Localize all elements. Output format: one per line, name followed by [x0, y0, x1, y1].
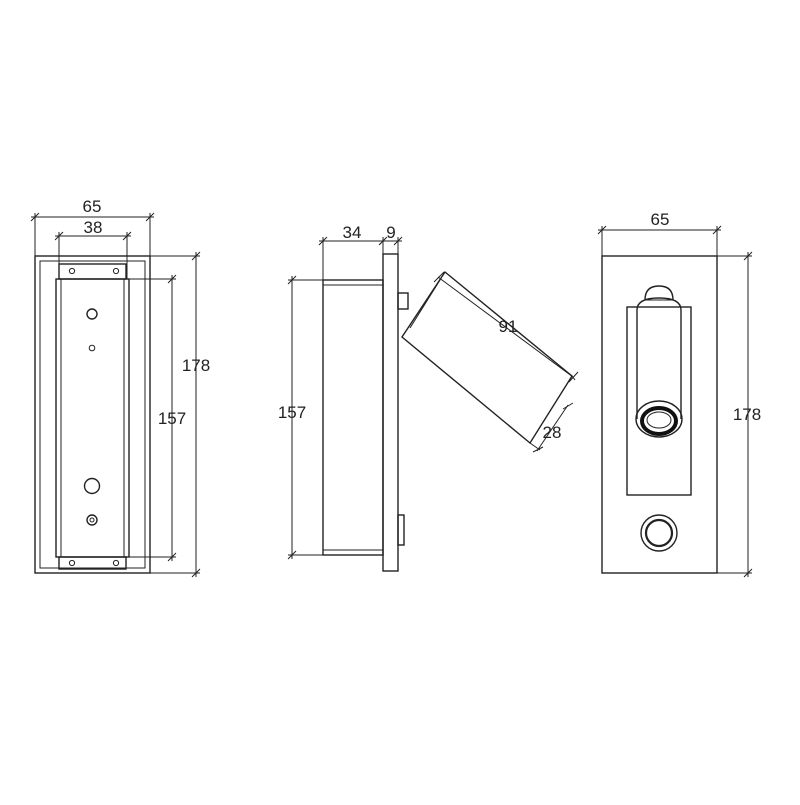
dim-34-tick-right [378, 236, 388, 246]
dim-65r-label: 65 [651, 210, 670, 229]
dim-65r-tick-left [597, 225, 607, 235]
bottom-tab-hole-left [68, 559, 76, 567]
lamp-lens-inner [646, 411, 672, 429]
dim-38-label: 38 [84, 218, 103, 237]
lamp-lens-ring [640, 406, 678, 436]
dim-178-label: 178 [182, 356, 210, 375]
switch-button-inner [644, 518, 674, 548]
front-view: 65 38 178 157 [30, 197, 210, 578]
dim-65-tick-right [145, 212, 155, 222]
lamp-lens-outer [635, 400, 683, 438]
dim-28-tick-b [562, 402, 574, 410]
screw-hole-lower-inner [89, 517, 95, 523]
front-inner-frame [39, 260, 146, 569]
dim-38-tick-right [122, 231, 132, 241]
pivot-cap [644, 285, 674, 301]
dim-28-line [536, 404, 569, 452]
dim-28-ext-b [571, 375, 576, 381]
top-tab-hole-right [112, 267, 120, 275]
dim-65r-tick-right [712, 225, 722, 235]
switch-button-outer [640, 514, 678, 552]
switch-knob-side [397, 514, 405, 546]
dim-178-tick-bottom [191, 568, 201, 578]
side-view: 34 9 157 91 28 [278, 223, 579, 572]
dim-157-label: 157 [158, 409, 186, 428]
dim-157-tick-bottom [167, 552, 177, 562]
lamp-slot [626, 306, 692, 496]
dim-178-tick-top [191, 251, 201, 261]
dim-157s-label: 157 [278, 403, 306, 422]
dim-91-tick-b [568, 371, 579, 383]
dim-65-label: 65 [83, 197, 102, 216]
pivot-knuckle [397, 292, 409, 310]
dim-157s-tick-bottom [287, 550, 297, 560]
top-tab-hole-left [68, 267, 76, 275]
bottom-tab [58, 556, 127, 570]
bottom-tab-hole-right [112, 559, 120, 567]
dim-178r-tick-bottom [743, 568, 753, 578]
dim-157-tick-top [167, 274, 177, 284]
side-body [322, 279, 384, 556]
dim-28-tick-a [532, 446, 544, 453]
small-hole [88, 344, 96, 352]
side-face-plate [382, 253, 399, 572]
dim-91-tick-a [433, 271, 445, 283]
dim-38-tick-left [54, 231, 64, 241]
dim-157s-tick-top [287, 275, 297, 285]
lamp-body [636, 297, 682, 419]
dim-34-tick-left [318, 236, 328, 246]
dim-34-label: 34 [343, 223, 362, 242]
dim-178r-tick-top [743, 251, 753, 261]
front-outer-frame [34, 255, 151, 574]
dim-178r-label: 178 [733, 405, 761, 424]
face-view: 65 178 [597, 210, 761, 578]
tilted-arm-edge [409, 279, 441, 329]
dim-9-label: 9 [386, 223, 395, 242]
screw-hole-lower [86, 514, 98, 526]
dim-65-tick-left [30, 212, 40, 222]
screw-hole-upper [86, 308, 98, 320]
dim-28-label: 28 [543, 423, 562, 442]
dim-91-label: 91 [499, 317, 518, 336]
dim-91-line [437, 276, 574, 378]
face-plate [601, 255, 718, 574]
switch-hole [83, 477, 101, 495]
